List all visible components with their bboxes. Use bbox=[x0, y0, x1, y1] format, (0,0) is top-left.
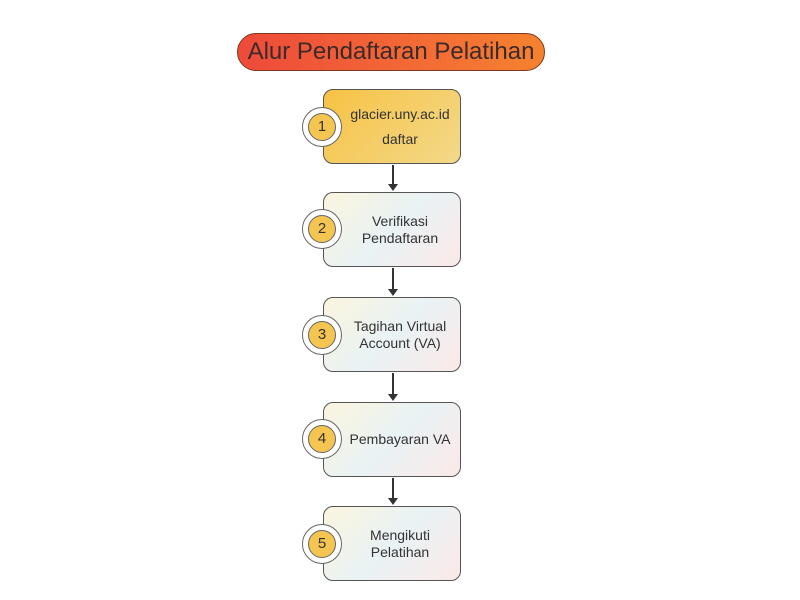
step-4-badge: 4 bbox=[302, 419, 342, 459]
step-4-number: 4 bbox=[308, 425, 336, 453]
step-1-number: 1 bbox=[308, 113, 336, 141]
step-5-line-1: Mengikuti bbox=[370, 526, 430, 543]
step-5-number: 5 bbox=[308, 530, 336, 558]
step-1-box: glacier.uny.ac.id daftar bbox=[323, 89, 461, 164]
step-1-line-1: glacier.uny.ac.id bbox=[350, 105, 450, 122]
step-1-badge: 1 bbox=[302, 107, 342, 147]
step-2-badge: 2 bbox=[302, 209, 342, 249]
step-4-box: Pembayaran VA bbox=[323, 402, 461, 477]
step-3-line-1: Tagihan Virtual bbox=[353, 317, 447, 334]
step-3-badge: 3 bbox=[302, 315, 342, 355]
step-2-number: 2 bbox=[308, 215, 336, 243]
diagram-title: Alur Pendaftaran Pelatihan bbox=[237, 33, 545, 71]
step-3-box: Tagihan Virtual Account (VA) bbox=[323, 297, 461, 372]
arrow-1-2 bbox=[388, 165, 398, 191]
step-5-badge: 5 bbox=[302, 524, 342, 564]
step-2-box: Verifikasi Pendaftaran bbox=[323, 192, 461, 267]
step-5-box: Mengikuti Pelatihan bbox=[323, 506, 461, 581]
step-5-line-2: Pelatihan bbox=[370, 543, 430, 560]
arrow-3-4 bbox=[388, 373, 398, 401]
step-2-line-2: Pendaftaran bbox=[361, 229, 439, 246]
step-3-line-2: Account (VA) bbox=[359, 334, 441, 351]
arrow-2-3 bbox=[388, 268, 398, 296]
step-1-line-2: daftar bbox=[382, 130, 418, 147]
arrow-4-5 bbox=[388, 478, 398, 505]
step-4-line-1: Pembayaran VA bbox=[349, 431, 451, 447]
step-2-line-1: Verifikasi bbox=[371, 212, 429, 229]
step-3-number: 3 bbox=[308, 321, 336, 349]
